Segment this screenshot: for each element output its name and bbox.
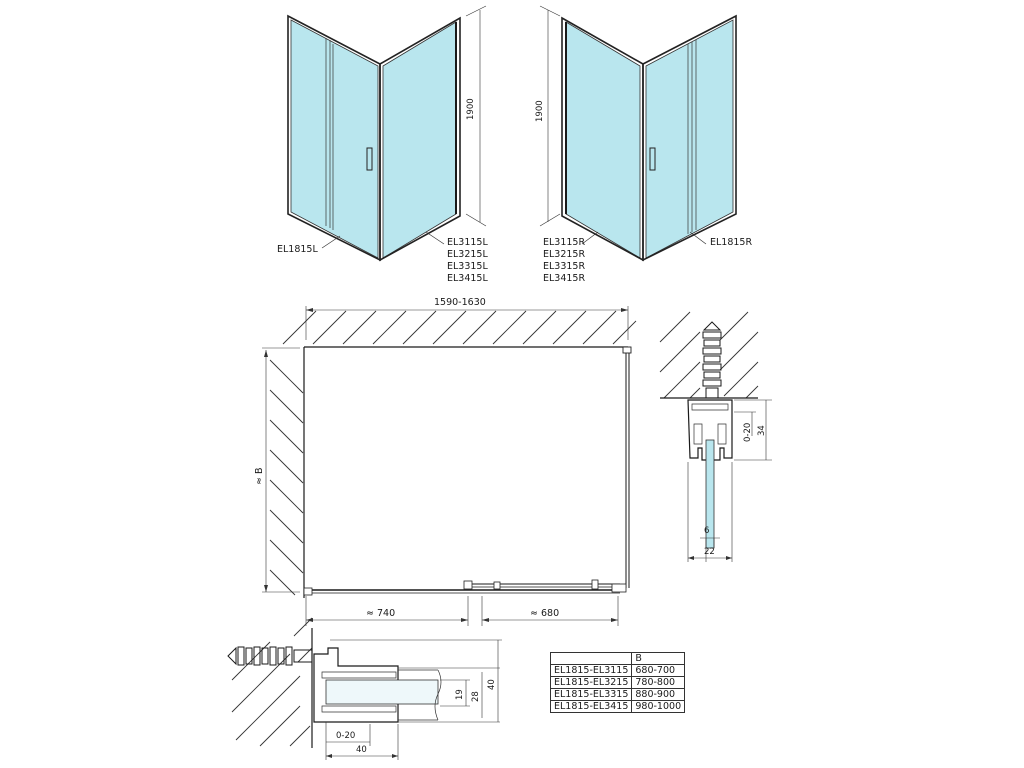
right-wall-1: EL3115R [543,237,585,248]
left-wall-2: EL3215L [447,249,488,260]
table-cell-model: EL1815-EL3215 [549,676,633,689]
table-cell-range: 780-800 [631,676,686,689]
plan-right-dim: ≈ 680 [530,608,559,619]
side-glass-right [565,21,641,259]
left-height-label: 1900 [466,98,476,120]
enclosure-view-right: 1900 EL3115R EL3215R EL3315R EL3415R EL1… [535,5,752,284]
right-height-label: 1900 [535,100,545,122]
profile-detail-vertical: 0-20 34 6 22 [659,311,772,562]
vprofile-adjust: 0-20 [743,423,753,442]
plan-left-dim: ≈ 740 [366,608,395,619]
table-header-cell: B [631,652,686,665]
front-glass-right [645,19,734,259]
table-cell-model: EL1815-EL3115 [549,664,633,677]
plan-width-label: 1590-1630 [434,297,486,308]
table-cell-range: 880-900 [631,688,686,701]
right-wall-3: EL3315R [543,261,585,272]
hprofile-total: 40 [356,745,367,755]
right-wall-2: EL3215R [543,249,585,260]
hprofile-outer: 40 [487,679,497,690]
right-model-label: EL1815R [710,237,752,248]
table-row: EL1815-EL3415 980-1000 [549,700,686,713]
plan-depth-label: ≈ B [254,468,265,486]
table-cell-range: 680-700 [631,664,686,677]
table-header-row: B [549,652,686,665]
vprofile-width: 22 [704,547,715,557]
table-row: EL1815-EL3315 880-900 [549,688,686,701]
enclosure-view-left: 1900 EL1815L EL3115L EL3215L EL3315L EL3… [277,5,488,284]
left-wall-4: EL3415L [447,273,488,284]
table-cell-model: EL1815-EL3315 [549,688,633,701]
table-row: EL1815-EL3215 780-800 [549,676,686,689]
side-glass-left [382,21,457,259]
table-cell-model: EL1815-EL3415 [549,700,633,713]
table-row: EL1815-EL3115 680-700 [549,664,686,677]
front-glass-left [290,19,379,259]
top-wall-hatch [282,310,637,345]
left-wall-3: EL3315L [447,261,488,272]
left-model-label: EL1815L [277,244,318,255]
hprofile-inner: 19 [455,689,465,700]
hprofile-mid: 28 [471,691,481,702]
right-wall-4: EL3415R [543,273,585,284]
profile-detail-horizontal: 19 28 40 0-20 40 [227,617,502,760]
table-header-cell [549,652,633,665]
hprofile-adjust: 0-20 [336,731,355,741]
vprofile-glass: 6 [704,526,709,536]
vprofile-depth: 34 [757,425,767,436]
left-wall-1: EL3115L [447,237,488,248]
table-cell-range: 980-1000 [631,700,686,713]
dimension-table: B EL1815-EL3115 680-700 EL1815-EL3215 78… [549,652,686,713]
plan-view: 1590-1630 ≈ B ≈ 740 ≈ 680 [254,297,637,626]
left-wall-hatch [269,359,304,596]
